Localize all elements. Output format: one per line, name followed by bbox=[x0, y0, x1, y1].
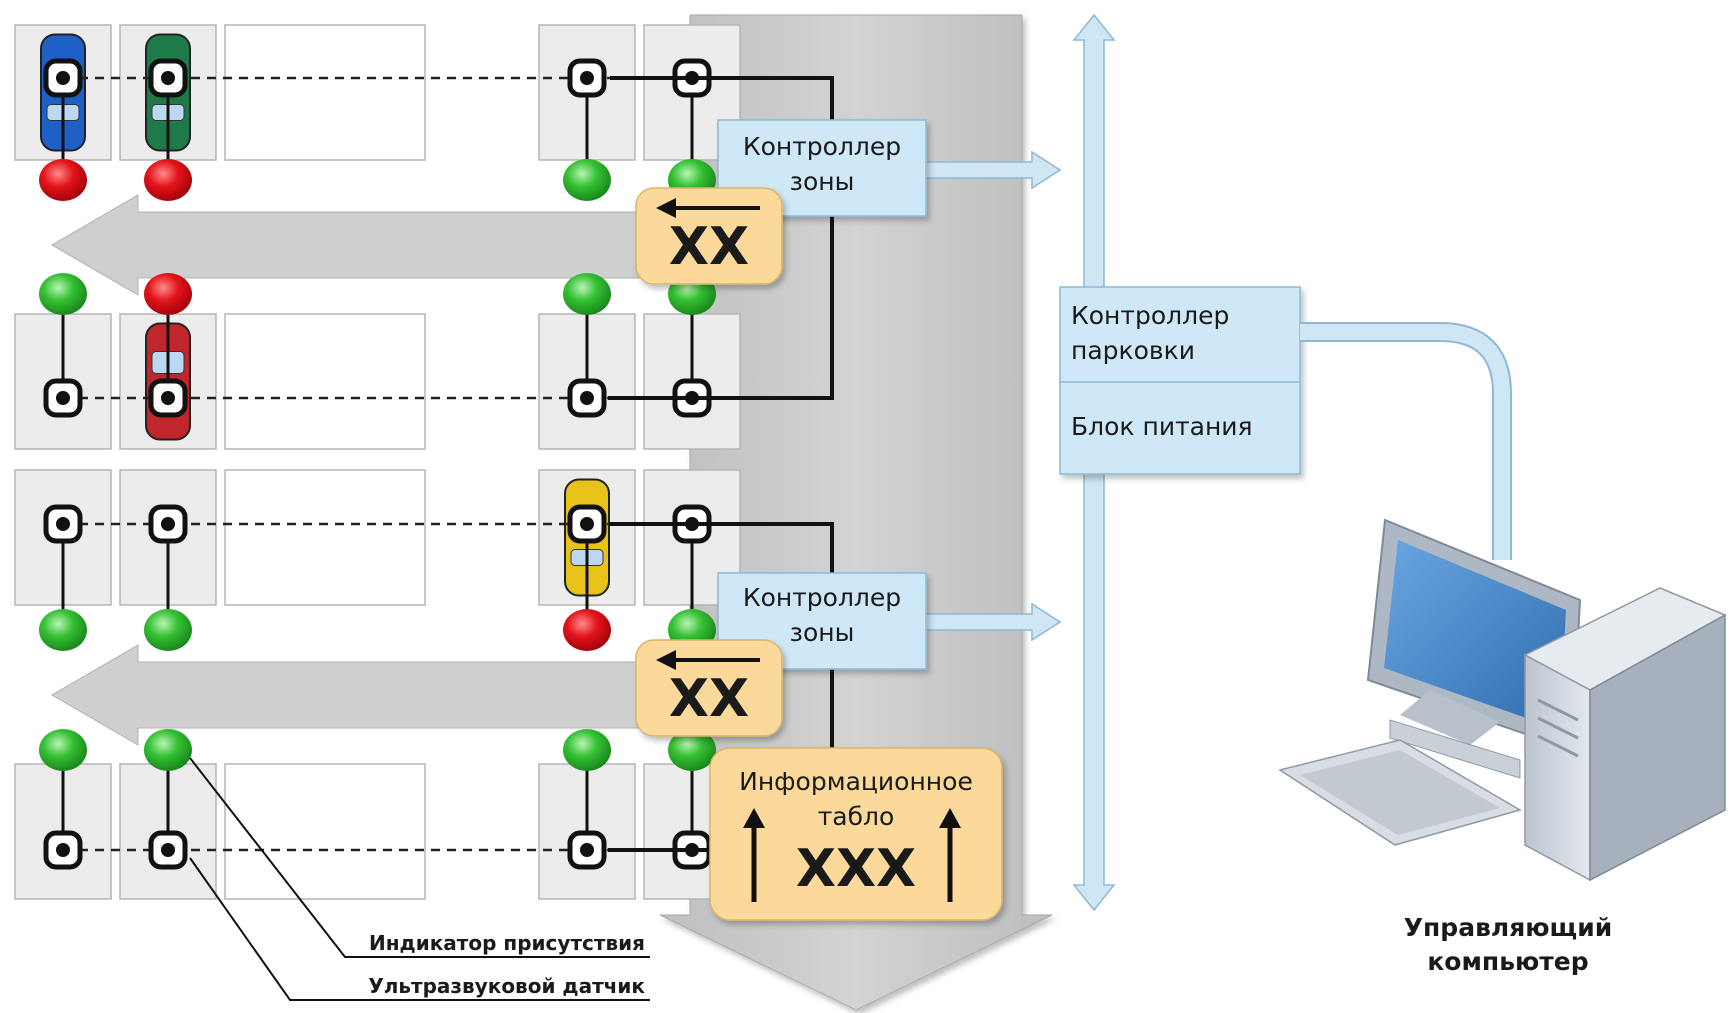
zone-display-1-arrow-icon bbox=[656, 198, 760, 218]
legend-leaders bbox=[189, 757, 650, 1001]
parking-slot-wide bbox=[224, 313, 426, 450]
info-board-value: XXX bbox=[796, 839, 916, 899]
parking-controller-label-line2: парковки bbox=[1071, 336, 1195, 365]
presence-indicator-green bbox=[144, 609, 192, 651]
parking-slot-wide bbox=[224, 24, 426, 161]
ultrasonic-sensor-core bbox=[161, 71, 175, 85]
parking-row-3 bbox=[14, 469, 741, 651]
parking-controller bbox=[1059, 286, 1301, 475]
presence-indicator-green bbox=[563, 273, 611, 315]
computer-connection bbox=[1300, 322, 1512, 560]
ultrasonic-sensor-core bbox=[580, 517, 594, 531]
info-board-label-line2: табло bbox=[818, 802, 895, 831]
zone-controller-1-label-line2: зоны bbox=[790, 167, 855, 196]
ultrasonic-sensor-core bbox=[56, 843, 70, 857]
ultrasonic-sensor-core bbox=[56, 517, 70, 531]
info-board-up-arrow-right-icon bbox=[939, 808, 961, 902]
computer-icon bbox=[1278, 518, 1727, 882]
ultrasonic-sensor-core bbox=[580, 843, 594, 857]
parking-row-1 bbox=[14, 24, 741, 201]
zone-2-wiring bbox=[608, 522, 834, 852]
ultrasonic-sensor-core bbox=[161, 843, 175, 857]
ultrasonic-sensor-core bbox=[580, 391, 594, 405]
presence-indicator-red bbox=[39, 159, 87, 201]
ultrasonic-sensor-core bbox=[161, 517, 175, 531]
zone-1-wiring bbox=[608, 76, 834, 400]
ultrasonic-sensor-core bbox=[56, 71, 70, 85]
lane-arrow-lower bbox=[51, 644, 701, 746]
zone-controller-1-label-line1: Контроллер bbox=[743, 132, 901, 161]
parking-controller-label-line1: Контроллер bbox=[1071, 301, 1229, 330]
zone-controller-2-label-line2: зоны bbox=[790, 618, 855, 647]
presence-indicator-red bbox=[563, 609, 611, 651]
parking-rows bbox=[14, 24, 741, 900]
ultrasonic-sensor-core bbox=[56, 391, 70, 405]
zone-display-1-value: XX bbox=[669, 217, 749, 277]
legend-sensor-label: Ультразвуковой датчик bbox=[368, 974, 645, 998]
computer-label-line1: Управляющий bbox=[1404, 913, 1612, 942]
presence-indicator-red bbox=[144, 159, 192, 201]
presence-indicator-green bbox=[563, 729, 611, 771]
presence-indicator-green bbox=[39, 609, 87, 651]
presence-indicator-green bbox=[563, 159, 611, 201]
legend-indicator-label: Индикатор присутствия bbox=[369, 931, 645, 955]
info-board bbox=[709, 747, 1003, 921]
info-board-label-line1: Информационное bbox=[739, 767, 973, 796]
parking-slot-wide bbox=[224, 763, 426, 900]
zone-controller-2-label-line1: Контроллер bbox=[743, 583, 901, 612]
zone-1-bus-arrow bbox=[924, 150, 1062, 190]
parking-slot-wide bbox=[224, 469, 426, 606]
presence-indicator-green bbox=[39, 273, 87, 315]
ultrasonic-sensor-core bbox=[580, 71, 594, 85]
presence-indicator-red bbox=[144, 273, 192, 315]
zone-display-2-arrow-icon bbox=[656, 650, 760, 670]
ultrasonic-sensor-core bbox=[161, 391, 175, 405]
power-supply-label: Блок питания bbox=[1071, 412, 1253, 441]
zone-2-bus-arrow bbox=[924, 602, 1062, 642]
parking-row-4 bbox=[14, 729, 741, 900]
zone-display-2-value: XX bbox=[669, 669, 749, 729]
presence-indicator-green bbox=[39, 729, 87, 771]
info-board-up-arrow-left-icon bbox=[743, 808, 765, 902]
lane-arrow-upper bbox=[51, 194, 701, 296]
computer-label-line2: компьютер bbox=[1427, 947, 1588, 976]
presence-indicator-green bbox=[668, 729, 716, 771]
presence-indicator-green bbox=[144, 729, 192, 771]
parking-row-2 bbox=[14, 273, 741, 450]
